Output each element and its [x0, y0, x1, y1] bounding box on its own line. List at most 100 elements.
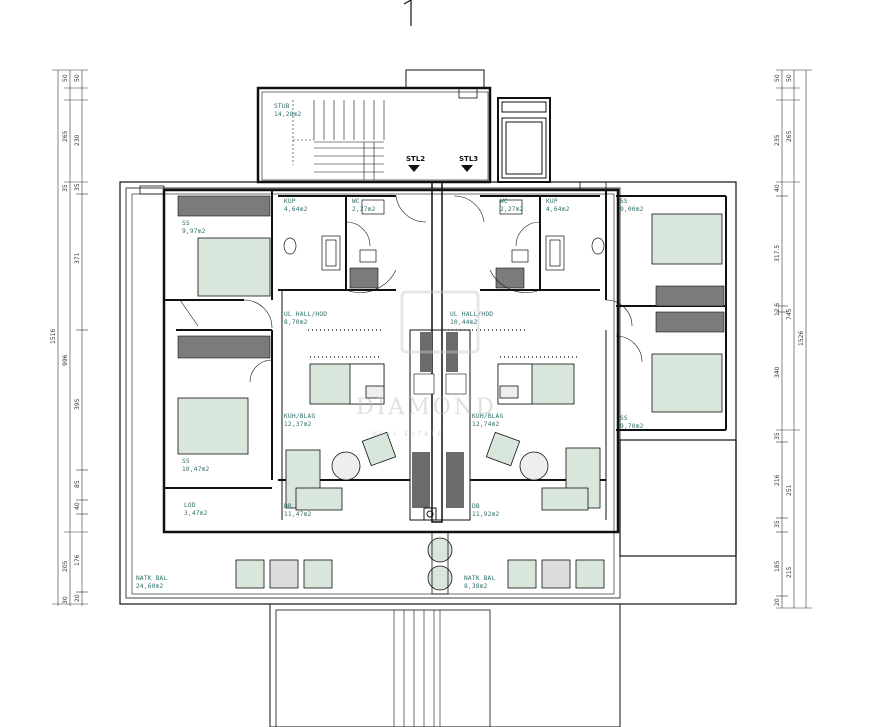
stair-label-left: STL2 [406, 155, 425, 163]
room-left-natk-name: NATK BAL [136, 575, 167, 582]
svg-text:12.5: 12.5 [774, 302, 781, 316]
room-right-db-area: 11,92m2 [472, 511, 500, 518]
dining-sets [309, 363, 575, 405]
svg-text:235: 235 [774, 134, 781, 146]
dimension-labels-right: 50 50 235 265 40 317.5 12.5 340 35 216 3… [774, 74, 805, 606]
stairwell-block [256, 69, 551, 184]
room-right-ss-bottom-area: 9,70m2 [620, 423, 644, 430]
room-right-wc-name: WC [500, 198, 508, 205]
bed-right-bottom [651, 353, 723, 413]
door-swings [179, 195, 643, 383]
radiators [308, 329, 578, 358]
kitchen-hobs [413, 373, 467, 395]
room-left-kuh-area: 12,37m2 [284, 421, 312, 428]
room-labels: STUB 14,28m2 SS 9,97m2 KUP 4,64m2 WC 2,2… [136, 103, 644, 590]
room-left-kup-area: 4,64m2 [284, 206, 308, 213]
svg-text:185: 185 [774, 560, 781, 572]
stair-labels: STL2 STL3 [406, 155, 478, 172]
coffee-table-left [331, 451, 361, 481]
room-right-kuh-name: KUH/BLAG [472, 413, 503, 420]
svg-text:35: 35 [62, 184, 69, 192]
svg-text:20: 20 [74, 594, 81, 602]
stair-label-right: STL3 [459, 155, 478, 163]
svg-text:371: 371 [74, 252, 81, 264]
dimension-labels-left: 50 50 265 230 35 371 395 85 40 176 20 35… [50, 74, 81, 604]
bed-left-bottom [177, 397, 249, 455]
stair-arrow-left-icon [408, 165, 420, 172]
room-right-natk-name: NATK BAL [464, 575, 495, 582]
room-left-db-name: DB [284, 503, 292, 510]
room-right-db-name: DB [472, 503, 480, 510]
room-left-lod-area: 3,47m2 [184, 510, 208, 517]
watermark-title: DIAMOND [356, 395, 497, 420]
svg-text:50: 50 [774, 74, 781, 82]
watermark-logo-icon [400, 290, 480, 354]
svg-text:20: 20 [774, 598, 781, 606]
room-right-ss-top-name: SS [620, 198, 628, 205]
room-right-hall-name: UL HALL/HOD [450, 311, 493, 318]
dimension-lines-left [52, 69, 88, 606]
party-wall [409, 181, 471, 523]
svg-text:745: 745 [786, 308, 793, 320]
svg-text:50: 50 [74, 74, 81, 82]
room-left-natk-area: 24,60m2 [136, 583, 164, 590]
svg-text:251: 251 [786, 484, 793, 496]
room-stub-area: 14,28m2 [274, 111, 302, 118]
room-right-ss-bottom-name: SS [620, 415, 628, 422]
svg-text:35: 35 [74, 183, 81, 191]
bed-left-top [197, 237, 271, 297]
room-right-kup-area: 4,64m2 [546, 206, 570, 213]
svg-text:317.5: 317.5 [774, 245, 781, 262]
room-left-ss-top-name: SS [182, 220, 190, 227]
armchair-left [361, 431, 397, 467]
north-arrow-icon [403, 0, 412, 26]
room-right-hall-area: 10,44m2 [450, 319, 478, 326]
sofas [285, 431, 601, 511]
room-right-natk-area: 8,38m2 [464, 583, 488, 590]
svg-text:50: 50 [62, 74, 69, 82]
room-right-kup-name: KUP [546, 198, 558, 205]
building-walls [119, 181, 737, 605]
svg-text:205: 205 [62, 560, 69, 572]
room-left-ss-bottom-area: 10,47m2 [182, 466, 210, 473]
svg-text:35: 35 [774, 432, 781, 440]
svg-text:215: 215 [786, 566, 793, 578]
room-left-hall-name: UL HALL/HOD [284, 311, 327, 318]
room-left-wc-name: WC [352, 198, 360, 205]
svg-text:996: 996 [62, 354, 69, 366]
stair-arrow-right-icon [461, 165, 473, 172]
svg-text:230: 230 [74, 134, 81, 146]
lower-stair-block [269, 603, 621, 727]
svg-text:30: 30 [62, 596, 69, 604]
svg-text:265: 265 [62, 130, 69, 142]
svg-text:85: 85 [74, 480, 81, 488]
room-left-wc-area: 2,27m2 [352, 206, 376, 213]
room-left-ss-bottom-name: SS [182, 458, 190, 465]
svg-text:265: 265 [786, 130, 793, 142]
bathroom-fixtures [283, 199, 605, 271]
svg-text:40: 40 [74, 502, 81, 510]
room-left-lod-name: LOD [184, 502, 196, 509]
room-left-db-area: 11,47m2 [284, 511, 312, 518]
room-right-wc-area: 2,27m2 [500, 206, 524, 213]
room-left-kuh-name: KUH/BLAG [284, 413, 315, 420]
terrace-furniture [235, 531, 605, 595]
left-unit-walls [164, 190, 410, 520]
room-right-kuh-area: 12,74m2 [472, 421, 500, 428]
svg-text:1526: 1526 [798, 331, 805, 346]
svg-text:35: 35 [774, 520, 781, 528]
dimension-lines-right [776, 69, 812, 609]
room-left-kup-name: KUP [284, 198, 296, 205]
svg-text:40: 40 [774, 184, 781, 192]
svg-text:176: 176 [74, 554, 81, 566]
beds [177, 213, 723, 455]
room-right-ss-top-area: 9,00m2 [620, 206, 644, 213]
stair-treads [292, 100, 385, 180]
svg-text:50: 50 [786, 74, 793, 82]
room-stub-name: STUB [274, 103, 290, 110]
svg-text:395: 395 [74, 398, 81, 410]
svg-text:1516: 1516 [50, 329, 57, 344]
coffee-table-right [519, 451, 549, 481]
watermark: DIAMOND REAL ESTATE [356, 290, 497, 438]
